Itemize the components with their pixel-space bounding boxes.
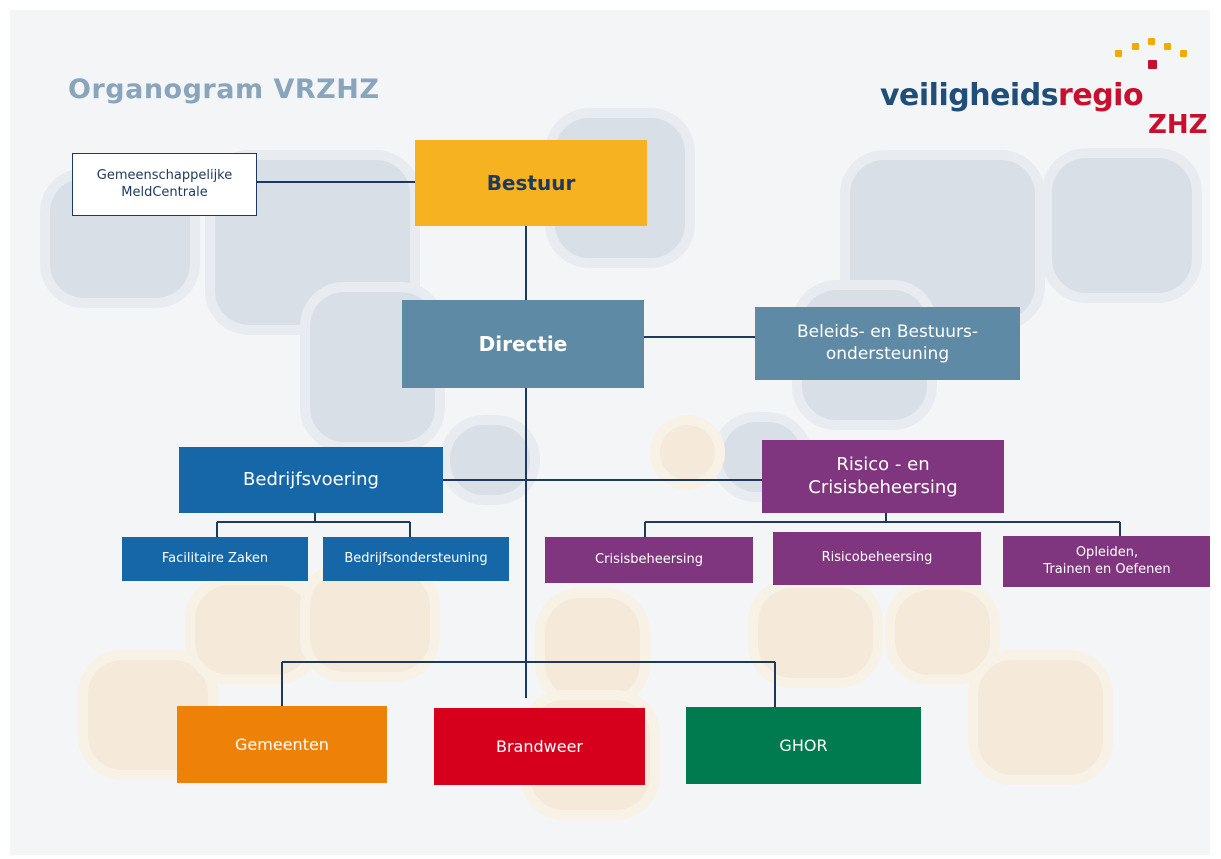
logo-dot-icon [1164,43,1171,50]
logo-word-main: veiligheids [880,78,1059,113]
background-tile [660,425,715,480]
logo-dot-icon [1148,60,1157,69]
background-tile [310,572,430,672]
background-tile [895,590,990,675]
logo-suffix: ZHZ [1148,110,1208,140]
risicobeheersing-box: Risicobeheersing [773,532,981,585]
background-tile [1052,158,1192,293]
meldcentrale-box: Gemeenschappelijke MeldCentrale [72,153,257,216]
opleiden-trainen-oefenen-box: Opleiden, Trainen en Oefenen [1003,536,1210,587]
facilitaire-zaken-box: Facilitaire Zaken [122,537,308,581]
background-tile [450,425,530,495]
logo-wordmark: veiligheidsregio [880,78,1144,113]
beleid-bestuursondersteuning-box: Beleids- en Bestuurs- ondersteuning [755,307,1020,380]
page-title: Organogram VRZHZ [68,74,380,105]
logo-dot-icon [1132,43,1139,50]
gemeenten-box: Gemeenten [177,706,387,783]
ghor-box: GHOR [686,707,921,784]
bestuur-box: Bestuur [415,140,647,226]
connector-lines [216,181,1121,707]
logo-dot-icon [1180,50,1187,57]
logo-dot-icon [1148,38,1155,45]
background-tile [978,660,1103,775]
bedrijfsvoering-box: Bedrijfsvoering [179,447,443,513]
crisisbeheersing-box: Crisisbeheersing [545,537,753,583]
brandweer-box: Brandweer [434,708,645,785]
organogram-canvas: Organogram VRZHZ veiligheidsregio ZHZ Ge… [10,10,1210,855]
vrzhz-logo: veiligheidsregio ZHZ [880,38,1207,140]
background-tile [545,598,640,698]
logo-word-accent: regio [1058,78,1144,113]
background-tile [758,588,873,678]
background-tile [195,585,310,675]
risico-crisisbeheersing-box: Risico - en Crisisbeheersing [762,440,1004,513]
bedrijfsondersteuning-box: Bedrijfsondersteuning [323,537,509,581]
logo-dot-icon [1115,50,1122,57]
directie-box: Directie [402,300,644,388]
